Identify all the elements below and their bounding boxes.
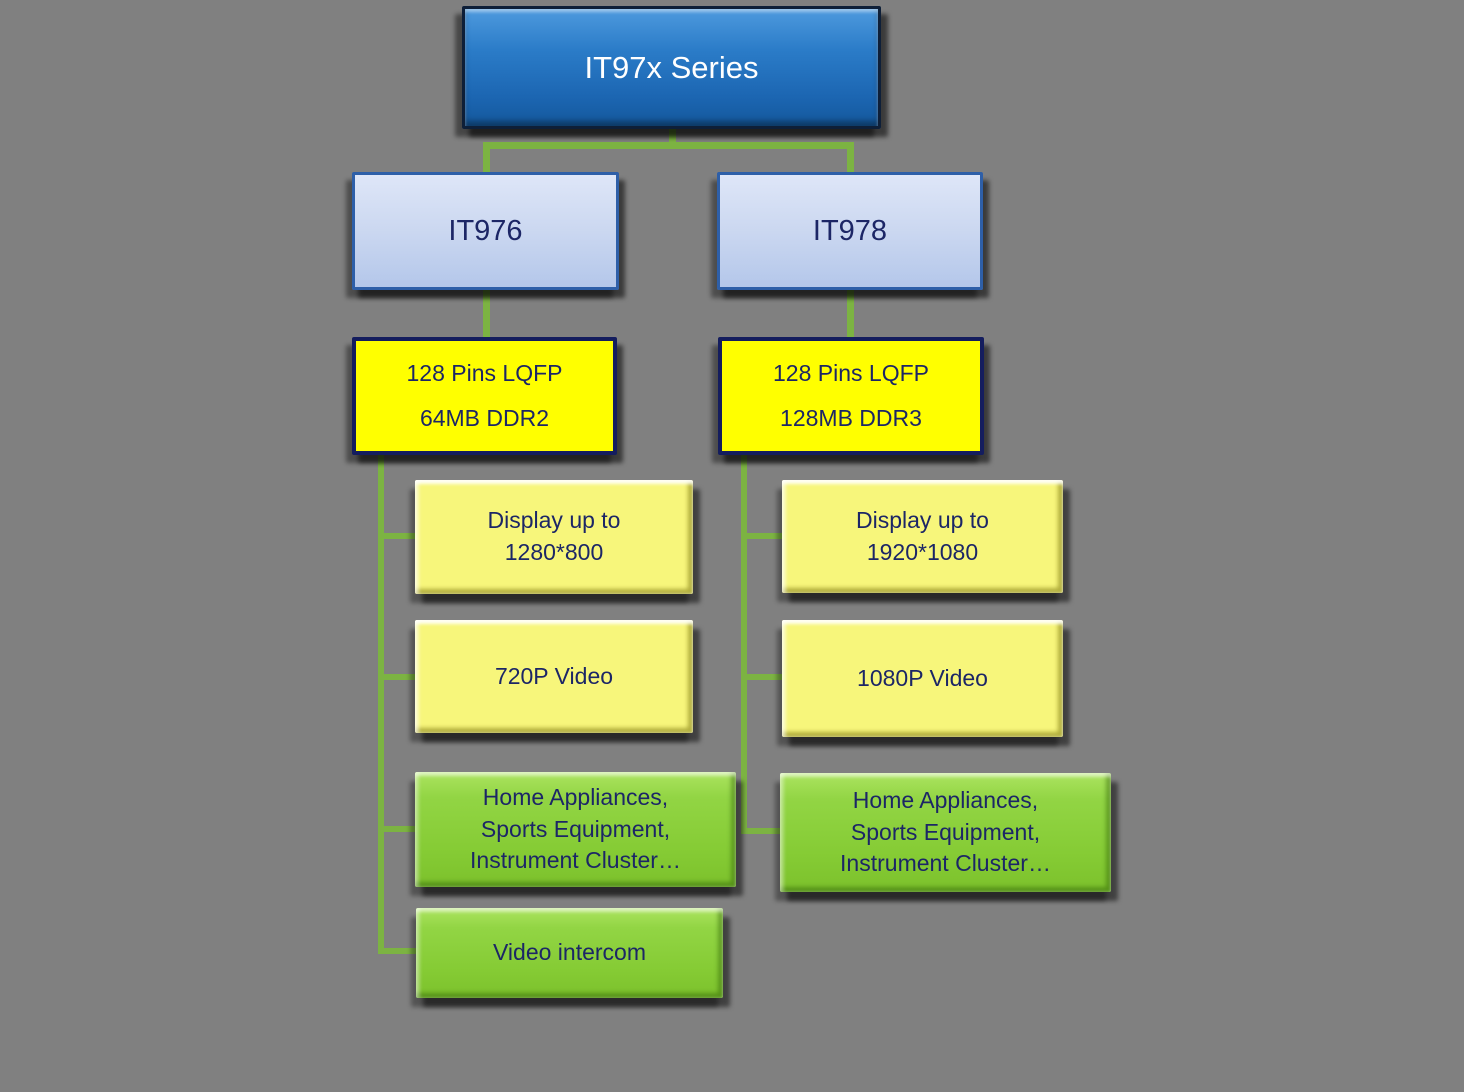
feature-node-applications-it978: Home Appliances, Sports Equipment, Instr… [780,773,1111,892]
connector-stub-right-2 [741,674,783,680]
feature-line: Home Appliances, [482,783,669,810]
connector-stub-right-1 [741,533,783,539]
connector-rail-left [378,454,384,954]
package-line: 128MB DDR3 [780,405,922,431]
package-line: 64MB DDR2 [419,405,550,431]
package-line: 128 Pins LQFP [406,360,563,386]
connector-stub-left-3 [378,826,416,832]
feature-line: Sports Equipment, [480,815,671,842]
model-node-it978: IT978 [717,172,983,290]
feature-line: 720P Video [494,662,614,689]
feature-line: Sports Equipment, [850,818,1041,845]
feature-line: Display up to [856,506,989,533]
connector-stub-right-3 [741,828,781,834]
package-node-it978: 128 Pins LQFP 128MB DDR3 [718,337,984,455]
connector-rail-right [741,454,747,834]
connector-it978-package [847,289,854,338]
feature-line: Instrument Cluster… [470,847,681,874]
feature-line: Video intercom [493,939,646,966]
feature-line: Display up to [487,507,621,534]
connector-drop-it976 [483,142,490,173]
feature-node-1080p-video: 1080P Video [782,620,1063,737]
feature-node-applications-it976: Home Appliances, Sports Equipment, Instr… [415,772,736,887]
root-node-label: IT97x Series [584,49,759,85]
connector-stub-left-4 [378,948,417,954]
connector-drop-it978 [847,142,854,173]
model-node-it976: IT976 [352,172,619,290]
feature-line: Home Appliances, [852,786,1039,813]
connector-stub-left-2 [378,674,416,680]
root-node-it97x-series: IT97x Series [462,6,881,129]
feature-line: 1280*800 [504,539,604,565]
feature-line: 1080P Video [857,664,988,691]
feature-line: 1920*1080 [866,538,979,565]
feature-node-video-intercom: Video intercom [416,908,723,998]
feature-node-display-1280x800: Display up to 1280*800 [415,480,693,594]
feature-node-720p-video: 720P Video [415,620,693,733]
connector-stub-left-1 [378,533,416,539]
connector-branch-horizontal [483,142,854,149]
connector-root-stem [669,128,676,146]
model-node-label: IT978 [812,214,888,247]
package-line: 128 Pins LQFP [773,360,929,386]
connector-it976-package [483,289,490,338]
feature-node-display-1920x1080: Display up to 1920*1080 [782,480,1063,593]
package-node-it976: 128 Pins LQFP 64MB DDR2 [352,337,617,455]
model-node-label: IT976 [448,214,523,247]
feature-line: Instrument Cluster… [840,850,1051,877]
